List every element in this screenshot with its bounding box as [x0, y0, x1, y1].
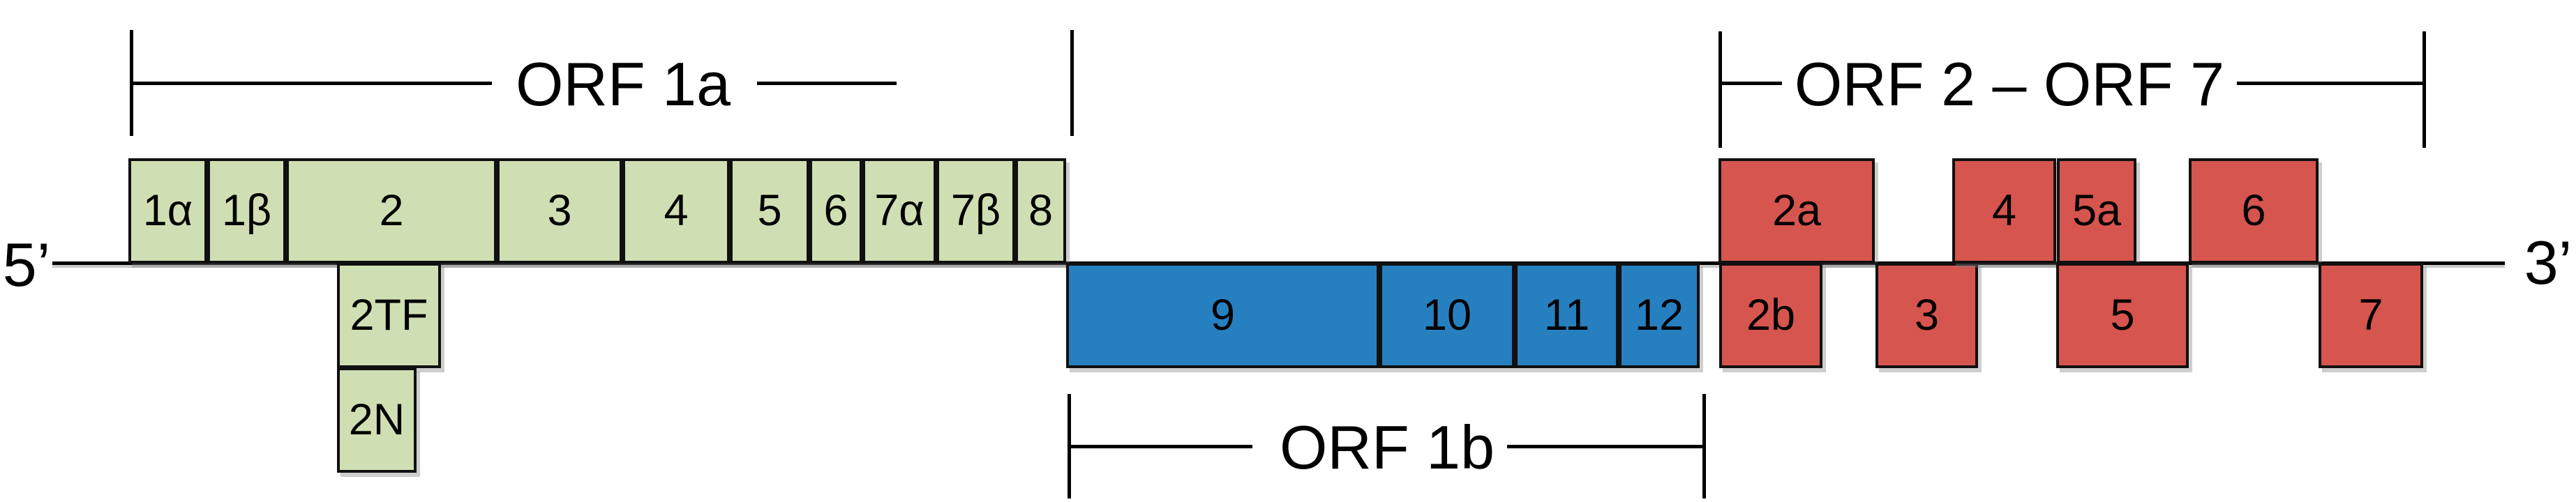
bracket-orf1b-right-tick — [1702, 394, 1706, 499]
orf1a-box-1-alpha: 1α — [128, 158, 207, 264]
orf1a-box-7-alpha: 7α — [862, 158, 936, 264]
orf2-7-box-7: 7 — [2319, 263, 2423, 368]
bracket-orf1a-line-segment-2 — [757, 82, 897, 85]
bracket-orf2-orf7-left-tick — [1718, 31, 1722, 148]
orf1a-box-3: 3 — [497, 158, 622, 264]
bracket-orf1a-label: ORF 1a — [502, 54, 744, 115]
orf2-7-box-5a: 5a — [2057, 158, 2136, 264]
orf1a-box-8: 8 — [1015, 158, 1066, 264]
orf1a-box-5: 5 — [730, 158, 809, 264]
orf2-7-box-4: 4 — [1952, 158, 2056, 264]
orf1a-box-7-beta: 7β — [936, 158, 1015, 264]
orf1a-box-2: 2 — [286, 158, 497, 264]
orf2-7-box-6: 6 — [2189, 158, 2319, 264]
bracket-orf1b-line-segment-1 — [1068, 445, 1252, 448]
orf1a-box-6: 6 — [809, 158, 862, 264]
orf1b-box-9: 9 — [1066, 263, 1379, 368]
orf1a-box-1-beta: 1β — [207, 158, 286, 264]
bracket-orf2-orf7-label: ORF 2 – ORF 7 — [1781, 54, 2238, 115]
bracket-orf2-orf7-line-segment-1 — [1718, 82, 1813, 85]
orf2-7-box-2a: 2a — [1718, 158, 1875, 264]
bracket-orf2-orf7-right-tick — [2423, 31, 2426, 148]
orf1b-box-10: 10 — [1379, 263, 1515, 368]
bracket-orf1b-label: ORF 1b — [1266, 417, 1508, 478]
orf1b-box-11: 11 — [1515, 263, 1619, 368]
bracket-orf1b-line-segment-2 — [1497, 445, 1702, 448]
orf2-7-box-3: 3 — [1875, 263, 1978, 368]
bracket-orf1a-line-segment-1 — [130, 82, 492, 85]
bracket-orf2-orf7-line-segment-2 — [2203, 82, 2423, 85]
bracket-orf1a-right-tick — [1070, 30, 1074, 136]
three-prime-label: 3’ — [2524, 228, 2573, 297]
orf1b-box-12: 12 — [1619, 263, 1700, 368]
bracket-orf1b-left-tick — [1068, 394, 1071, 499]
orf2-7-box-5: 5 — [2056, 263, 2189, 368]
bracket-orf1a-left-tick — [130, 30, 133, 136]
orf1a-box-4: 4 — [622, 158, 730, 264]
orf1a-box-2tf: 2TF — [337, 263, 441, 368]
orf1a-box-2n: 2N — [337, 367, 417, 473]
orf2-7-box-2b: 2b — [1719, 263, 1822, 368]
five-prime-label: 5’ — [2, 230, 51, 299]
